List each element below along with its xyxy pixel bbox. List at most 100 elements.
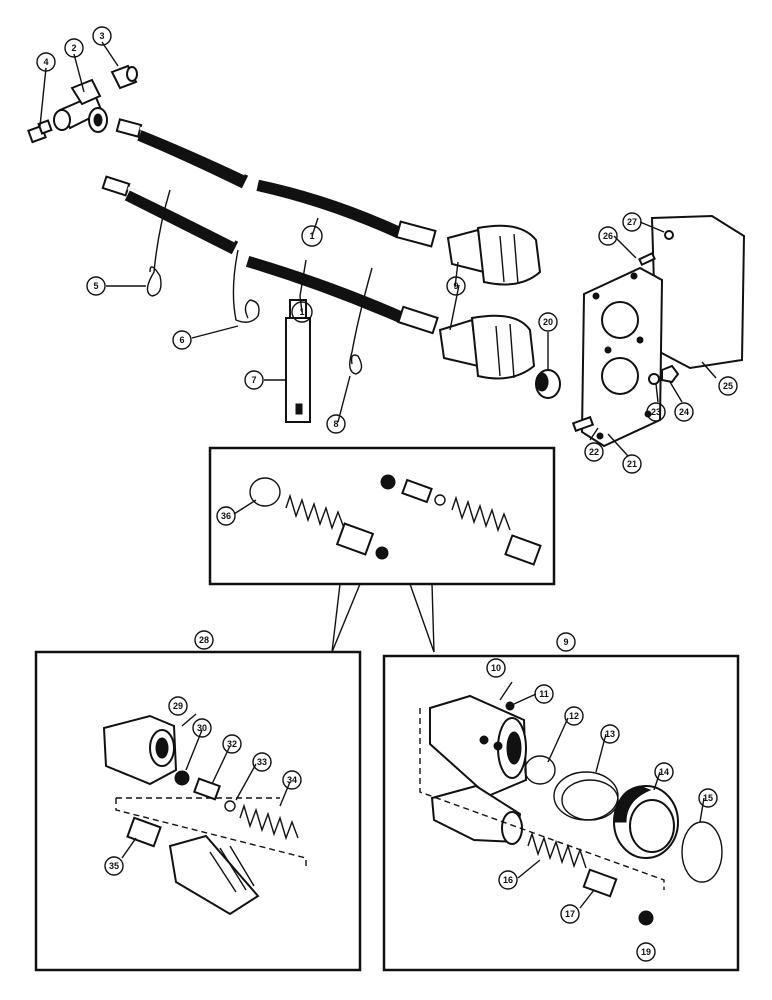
callout-label: 21 [627, 459, 637, 469]
tee-fitting [53, 78, 108, 133]
callout-3: 3 [92, 26, 112, 46]
callout-8: 8 [326, 414, 346, 434]
callout-24: 24 [674, 402, 694, 422]
callout-11: 11 [534, 684, 554, 704]
callout-4: 4 [36, 52, 56, 72]
callout-20: 20 [538, 312, 558, 332]
callout-7: 7 [244, 370, 264, 390]
callout-label: 5 [93, 281, 98, 291]
callout-label: 12 [569, 711, 579, 721]
callout-26: 26 [598, 226, 618, 246]
callout-label: 17 [565, 909, 575, 919]
coupler-upper [446, 224, 542, 286]
callout-label: 3 [99, 31, 104, 41]
callout-label: 16 [503, 875, 513, 885]
release-tool [285, 299, 311, 423]
callout-label: 22 [589, 447, 599, 457]
lock-washer [664, 230, 674, 240]
callout-23: 23 [646, 402, 666, 422]
leader-lines [39, 41, 717, 909]
pipe-nipple [110, 64, 138, 90]
spring-34 [239, 803, 299, 841]
callout-label: 30 [197, 723, 207, 733]
callout-label: 35 [109, 861, 119, 871]
callout-17: 17 [560, 904, 580, 924]
callout-label: 2 [71, 43, 76, 53]
callout-34: 34 [282, 770, 302, 790]
callout-label: 36 [221, 511, 231, 521]
valve-32 [192, 777, 222, 801]
callout-27: 27 [622, 212, 642, 232]
callout-label: 19 [641, 947, 651, 957]
callout-36: 36 [216, 506, 236, 526]
callout-label: 10 [491, 663, 501, 673]
callout-16: 16 [498, 870, 518, 890]
callout-label: 25 [723, 381, 733, 391]
callout-32: 32 [222, 734, 242, 754]
spring-16 [527, 831, 587, 869]
hose-clip-left [146, 189, 171, 297]
callout-13: 13 [600, 724, 620, 744]
hose-upper [115, 118, 437, 248]
callout-label: 6 [179, 335, 184, 345]
bracket-bolt [571, 415, 595, 433]
washer [648, 373, 660, 385]
callout-label: 11 [539, 689, 549, 699]
callout-label: 20 [543, 317, 553, 327]
poppet-17 [582, 868, 618, 898]
male-coupler-body [102, 714, 178, 786]
female-coupler-10 [429, 694, 528, 798]
callout-14: 14 [654, 762, 674, 782]
inset-36-valve-parts [208, 446, 556, 586]
o-ring-15 [681, 821, 723, 883]
spring-left [285, 493, 345, 531]
callout-label: 9 [563, 637, 568, 647]
callout-30: 30 [192, 718, 212, 738]
callout-5: 5 [86, 276, 106, 296]
male-body-threaded [168, 834, 260, 916]
callout-25: 25 [718, 376, 738, 396]
dust-plug [535, 369, 561, 399]
callout-label: 27 [627, 217, 637, 227]
callout-label: 26 [603, 231, 613, 241]
detail-28-coupler-male [34, 650, 362, 972]
callout-2: 2 [64, 38, 84, 58]
callout-label: 23 [651, 407, 661, 417]
sleeve-14 [613, 785, 679, 859]
callout-label: 8 [333, 419, 338, 429]
hose-lower [101, 175, 439, 335]
o-ring-12 [524, 755, 556, 785]
spring-right [451, 495, 511, 533]
callout-1a: 1 [301, 225, 323, 247]
callout-10: 10 [486, 658, 506, 678]
callout-9b: 9 [556, 632, 576, 652]
callout-label: 24 [679, 407, 689, 417]
valve-seat [401, 478, 446, 506]
callout-label: 29 [173, 701, 183, 711]
seal-19 [638, 910, 654, 926]
callout-label: 13 [605, 729, 615, 739]
ball-11 [505, 701, 515, 711]
callout-label: 14 [659, 767, 669, 777]
callout-label: 34 [287, 775, 297, 785]
callout-1b: 1 [291, 301, 313, 323]
callout-label: 9 [453, 281, 458, 291]
coupler-body-inner [430, 784, 523, 845]
callout-9a: 9 [446, 276, 466, 296]
hose-clip-middle [232, 249, 260, 323]
callout-22: 22 [584, 442, 604, 462]
callout-12: 12 [564, 706, 584, 726]
small-bolt [638, 251, 656, 267]
callout-label: 28 [199, 635, 209, 645]
callout-28: 28 [194, 630, 214, 650]
callout-21: 21 [622, 454, 642, 474]
pipe-plug [27, 119, 53, 144]
seal-ring-30 [174, 770, 190, 786]
callout-label: 4 [43, 57, 48, 67]
o-ring-33 [224, 800, 236, 812]
coupler-lower [438, 314, 536, 380]
hose-clip-right [349, 267, 373, 375]
callout-29: 29 [168, 696, 188, 716]
callout-label: 32 [227, 739, 237, 749]
